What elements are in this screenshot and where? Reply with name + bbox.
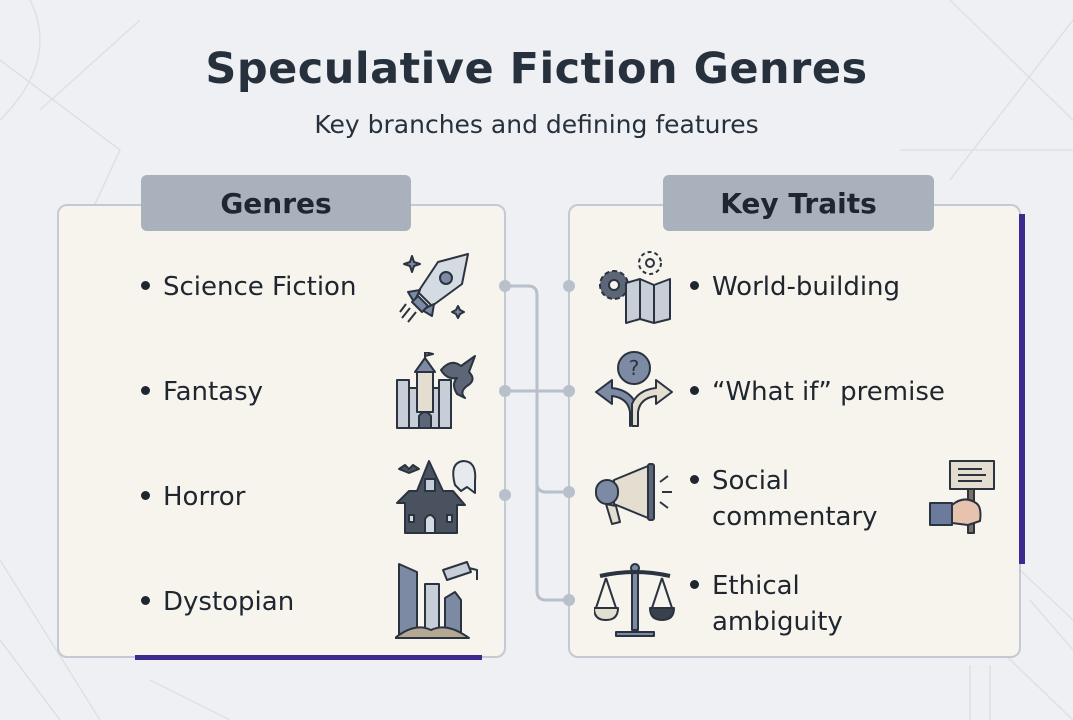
connector-dot (563, 486, 575, 498)
bullet (141, 596, 150, 605)
genres-header: Genres (141, 175, 411, 231)
trait-label: World-building (712, 272, 901, 302)
haunted-house-icon (396, 460, 477, 534)
castle-dragon-icon (396, 352, 476, 429)
trait-label-line: Ethical (712, 571, 800, 601)
trait-item-social-commentary: Social commentary (690, 463, 878, 535)
connector-dot (563, 594, 575, 606)
gears-map-icon (599, 251, 671, 324)
bullet (690, 580, 699, 589)
connector-scifi-social (535, 481, 571, 494)
connector-dot (499, 385, 511, 397)
bullet (141, 386, 150, 395)
trait-item-world-building: World-building (690, 269, 900, 305)
traits-header: Key Traits (663, 175, 934, 231)
genre-item-science-fiction: Science Fiction (141, 269, 356, 305)
ruined-city-icon (395, 561, 478, 639)
trait-label: Social commentary (712, 463, 878, 535)
genre-item-dystopian: Dystopian (141, 584, 294, 620)
trait-label: Ethical ambiguity (712, 568, 843, 640)
page-title: Speculative Fiction Genres (205, 44, 868, 94)
accent-bar-right (1019, 214, 1025, 564)
genre-item-fantasy: Fantasy (141, 374, 263, 410)
connector-dot (499, 280, 511, 292)
trait-item-ethical-ambiguity: Ethical ambiguity (690, 568, 843, 640)
svg-text:?: ? (629, 356, 640, 380)
megaphone-icon (595, 463, 672, 525)
connector-scifi-social-ethical (503, 284, 571, 602)
genre-item-horror: Horror (141, 479, 245, 515)
bullet (141, 281, 150, 290)
connector-dot (563, 385, 575, 397)
genre-label: Dystopian (163, 587, 295, 617)
genre-label: Fantasy (163, 377, 264, 407)
genre-label: Science Fiction (163, 272, 357, 302)
connector-dot (499, 489, 511, 501)
trait-label-line: commentary (712, 502, 878, 532)
page-subtitle: Key branches and defining features (314, 110, 759, 139)
trait-label-line: Social (712, 466, 790, 496)
trait-item-what-if: “What if” premise (690, 374, 945, 410)
trait-label-line: ambiguity (712, 607, 843, 637)
rocket-icon (399, 253, 469, 323)
bullet (690, 281, 699, 290)
bullet (141, 491, 150, 500)
bullet (690, 475, 699, 484)
scales-icon (594, 563, 675, 637)
question-crossroads-icon: ? (595, 351, 673, 427)
bullet (690, 386, 699, 395)
accent-bar-bottom (135, 655, 482, 660)
protest-sign-icon (929, 460, 995, 534)
connector-dot (563, 280, 575, 292)
trait-label: “What if” premise (712, 377, 945, 407)
genre-label: Horror (163, 482, 246, 512)
